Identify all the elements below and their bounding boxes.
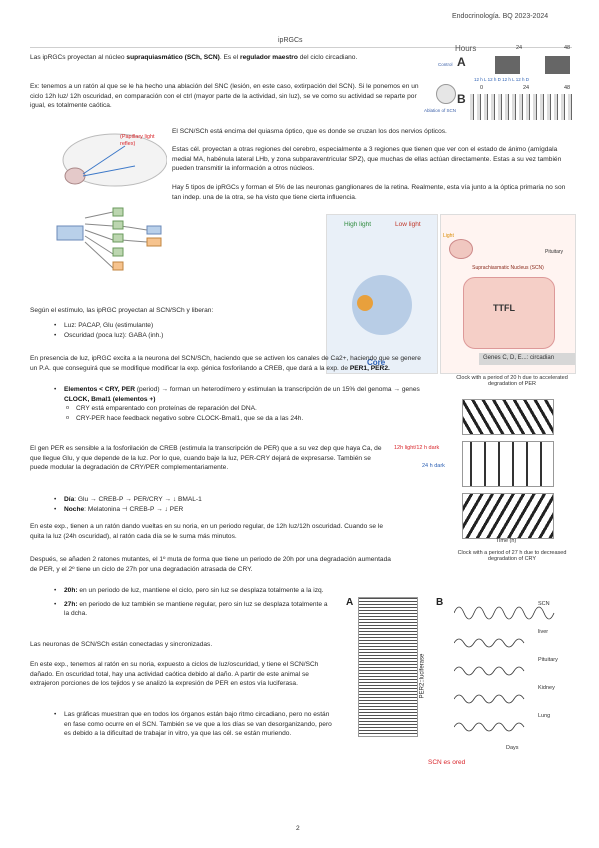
trace-lung xyxy=(454,722,525,732)
retina-projection xyxy=(82,145,136,177)
actogram-scn-lesion xyxy=(358,597,418,737)
trace-scn xyxy=(454,606,555,620)
target-box-2 xyxy=(146,237,162,247)
course-header: Endocrinología. BQ 2023-2024 xyxy=(452,13,549,20)
paragraph-8: El gen PER es sensible a la fosforilació… xyxy=(30,445,382,472)
figure-light-signaling: High light Low light Core xyxy=(326,214,438,374)
list-item: Las gráficas muestran que en todos los ó… xyxy=(54,710,338,739)
papillary-reflex-label: (Papillary light reflex) xyxy=(120,134,155,147)
brain-outline xyxy=(62,133,167,187)
paragraph-9: En este exp., tienen a un ratón dando vu… xyxy=(30,523,384,540)
list-item: Luz: PACAP, Glu (estimulante) xyxy=(54,321,314,331)
paragraph-5: Hay 5 tipos de ipRGCs y forman el 5% de … xyxy=(172,184,566,201)
genes-label-bar xyxy=(479,353,575,365)
list-item: Oscuridad (poca luz): GABA (inh.) xyxy=(54,331,314,341)
ttfl-cell xyxy=(463,277,555,349)
list-item: 20h: en un periodo de luz, mantiene el c… xyxy=(54,586,334,596)
figure-activity-rhythm: Hours 24 48 Control A 12 h L 12 h D 12 h… xyxy=(424,44,574,122)
list-day-night: Día: Glu → CREB-P → PER/CRY → ↓ BMAL-1 N… xyxy=(54,495,384,514)
opn-box xyxy=(112,247,124,257)
luciferase-traces xyxy=(454,606,555,732)
paragraph-7: En presencia de luz, ipRGC excita a la n… xyxy=(30,355,421,372)
paragraph-11: Las neuronas de SCN/SCh están conectadas… xyxy=(30,641,213,648)
eye-icon xyxy=(449,239,473,259)
target-box xyxy=(146,225,162,235)
retina-eye-icon xyxy=(64,167,86,185)
trace-liver xyxy=(454,638,525,648)
paragraph-10: Después, se añaden 2 ratones mutantes, e… xyxy=(30,556,391,573)
actogram-20h xyxy=(462,399,554,435)
y-axis-label: PER2::luciferase xyxy=(419,653,426,699)
figure-scn-ttfl: Light Pituitary Suprachiasmatic Nucleus … xyxy=(440,214,576,374)
ablation-brain-icon xyxy=(436,84,456,104)
list-item: Noche: Melatonina ⊣ CREB-P → ↓ PER xyxy=(54,505,384,515)
paragraph-2: Ex: tenemos a un ratón al que se le ha h… xyxy=(30,83,419,110)
paragraph-1: Las ipRGCs proyectan al núcleo supraquia… xyxy=(30,54,358,61)
header-rule xyxy=(30,47,572,48)
list-item: Elementos < CRY, PER (period) → forman u… xyxy=(54,385,420,404)
page-number: 2 xyxy=(296,825,300,832)
paragraph-3: El SCN/SCh está encima del quiasma óptic… xyxy=(172,128,447,135)
list-luciferase: Las gráficas muestran que en todos los ó… xyxy=(54,710,338,739)
list-mutants: 20h: en un periodo de luz, mantiene el c… xyxy=(54,586,334,619)
list-subitem: CRY está emparentado con proteínas de re… xyxy=(66,404,420,414)
section-title: ipRGCs xyxy=(278,37,303,44)
ca-channel-icon xyxy=(357,295,373,311)
list-light: Luz: PACAP, Glu (estimulante) Oscuridad … xyxy=(54,321,314,340)
lgn-box xyxy=(112,261,124,271)
list-subitem: CRY-PER hace feedback negativo sobre CLO… xyxy=(66,414,420,424)
figure-luciferase: A B PER2::luciferase SCN liver Pituitary… xyxy=(342,583,574,775)
figure-mutant-clocks: Clock with a period of 20 h due to accel… xyxy=(394,375,568,562)
lhb-box xyxy=(112,233,124,243)
paragraph-6: Según el estímulo, las ipRGC proyectan a… xyxy=(30,307,214,314)
paragraph-12: En este exp., tenemos al ratón en su nor… xyxy=(30,661,319,688)
projection-arrows xyxy=(84,211,148,269)
scn-box xyxy=(112,207,124,217)
list-elements: Elementos < CRY, PER (period) → forman u… xyxy=(54,385,420,423)
actogram-27h xyxy=(462,493,554,539)
control-actogram xyxy=(470,56,572,74)
iprgc-box xyxy=(56,225,84,241)
ablation-actogram xyxy=(470,94,572,120)
actogram-wt xyxy=(462,441,554,487)
trace-kidney xyxy=(454,694,525,704)
trace-pituitary xyxy=(454,666,525,676)
list-item: 27h: en periodo de luz también se mantie… xyxy=(54,600,334,619)
list-item: Día: Glu → CREB-P → PER/CRY → ↓ BMAL-1 xyxy=(54,495,384,505)
figure-iprgc-projections xyxy=(56,133,167,271)
paragraph-4: Estas cél. proyectan a otras regiones de… xyxy=(172,146,562,173)
scn-title-bar: Suprachiasmatic Nucleus (SCN) xyxy=(472,265,544,271)
vlpo-box xyxy=(112,220,124,230)
